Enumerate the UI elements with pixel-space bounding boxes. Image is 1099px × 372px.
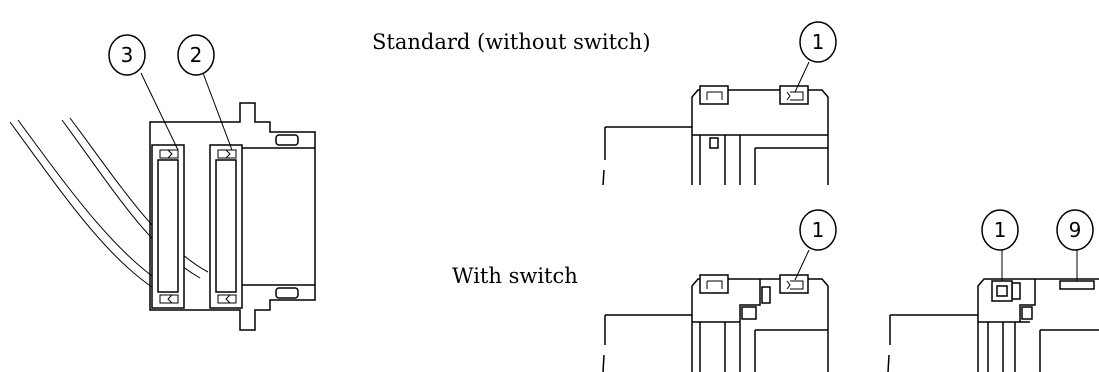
callout-1-switch: 1 <box>799 209 837 251</box>
svg-text:3: 3 <box>121 43 134 67</box>
left-assembly: 3 2 <box>9 34 316 331</box>
svg-text:1: 1 <box>812 218 825 242</box>
seal-groove-1 <box>779 85 809 105</box>
with-switch-section-a: 1 <box>602 209 837 372</box>
svg-text:9: 9 <box>1069 218 1082 242</box>
o-ring-top <box>275 134 299 146</box>
svg-text:1: 1 <box>812 30 825 54</box>
with-switch-section-b: 1 9 <box>887 209 1099 372</box>
with-switch-label: With switch <box>452 264 578 288</box>
svg-text:2: 2 <box>190 43 203 67</box>
o-ring-bottom <box>275 287 299 299</box>
svg-text:1: 1 <box>994 218 1007 242</box>
seal-groove-1-switch <box>779 274 809 294</box>
standard-label: Standard (without switch) <box>372 30 651 54</box>
wear-ring-9 <box>1059 280 1095 290</box>
callout-3: 3 <box>108 34 146 76</box>
standard-section: 1 <box>602 21 837 186</box>
callout-2: 2 <box>177 34 215 76</box>
cylinder-body <box>149 102 316 331</box>
callout-9: 9 <box>1056 209 1094 251</box>
callout-1-right: 1 <box>981 209 1019 251</box>
callout-1-standard: 1 <box>799 21 837 63</box>
seal-groove-left <box>699 85 729 105</box>
